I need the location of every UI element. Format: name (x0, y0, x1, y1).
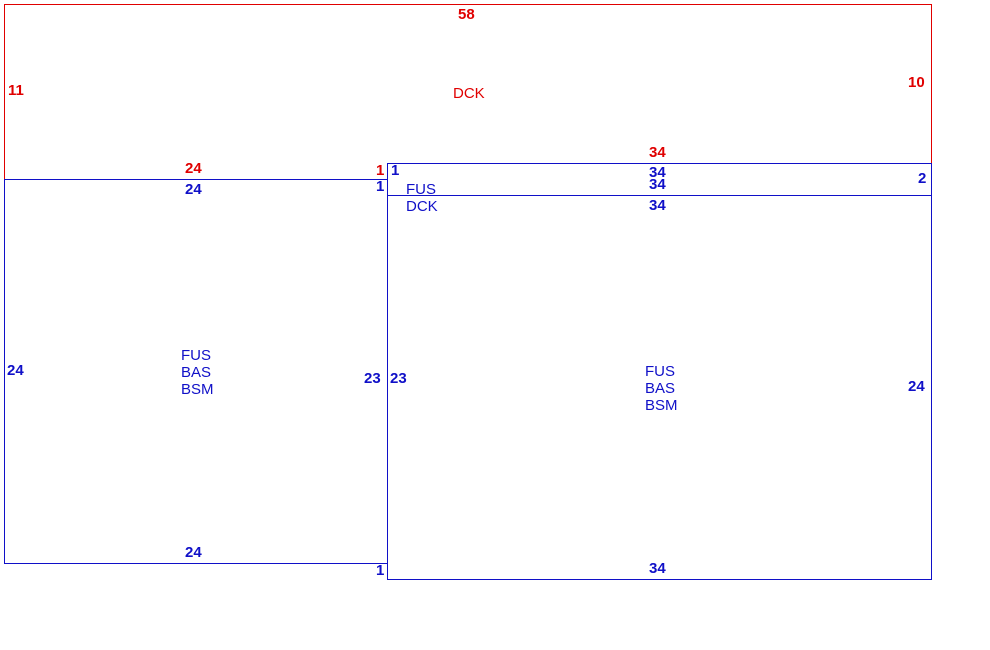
right-room-top-dimension: 34 (649, 197, 666, 214)
strip-right-dimension: 2 (918, 170, 927, 187)
right-room-left-dimension: 23 (390, 370, 407, 387)
right-room-outline (387, 195, 932, 580)
right-room-right-dimension: 24 (908, 378, 925, 395)
strip-label-2: DCK (406, 198, 438, 215)
right-room-label-2: BAS (645, 380, 676, 397)
deck-bottom-right-dimension: 34 (649, 144, 666, 161)
strip-label-1: FUS (406, 181, 436, 198)
strip-left-dimension: 1 (391, 162, 400, 179)
left-room-label-3: BSM (181, 381, 214, 398)
right-room-corner-dimension: 1 (376, 562, 385, 579)
left-room-bottom-dimension: 24 (185, 544, 202, 561)
left-room-label-2: BAS (181, 364, 212, 381)
strip-top-dimension: 34 (649, 164, 666, 181)
left-room-label-1: FUS (181, 347, 211, 364)
deck-bottom-left-dimension: 24 (185, 160, 202, 177)
deck-right-dimension: 10 (908, 74, 925, 91)
strip-bottom-dimension: 34 (649, 176, 666, 193)
deck-top-dimension: 58 (458, 6, 475, 23)
right-room-label-3: BSM (645, 397, 678, 414)
deck-label: DCK (453, 85, 485, 102)
deck-left-dimension: 11 (8, 82, 24, 99)
left-room-top-dimension: 24 (185, 181, 202, 198)
deck-corner-dimension: 1 (376, 162, 385, 179)
left-room-right-dimension: 23 (364, 370, 381, 387)
left-room-corner-dimension: 1 (376, 178, 385, 195)
right-room-label-1: FUS (645, 363, 675, 380)
left-room-left-dimension: 24 (7, 362, 24, 379)
right-room-bottom-dimension: 34 (649, 560, 666, 577)
deck-outline (4, 4, 932, 180)
